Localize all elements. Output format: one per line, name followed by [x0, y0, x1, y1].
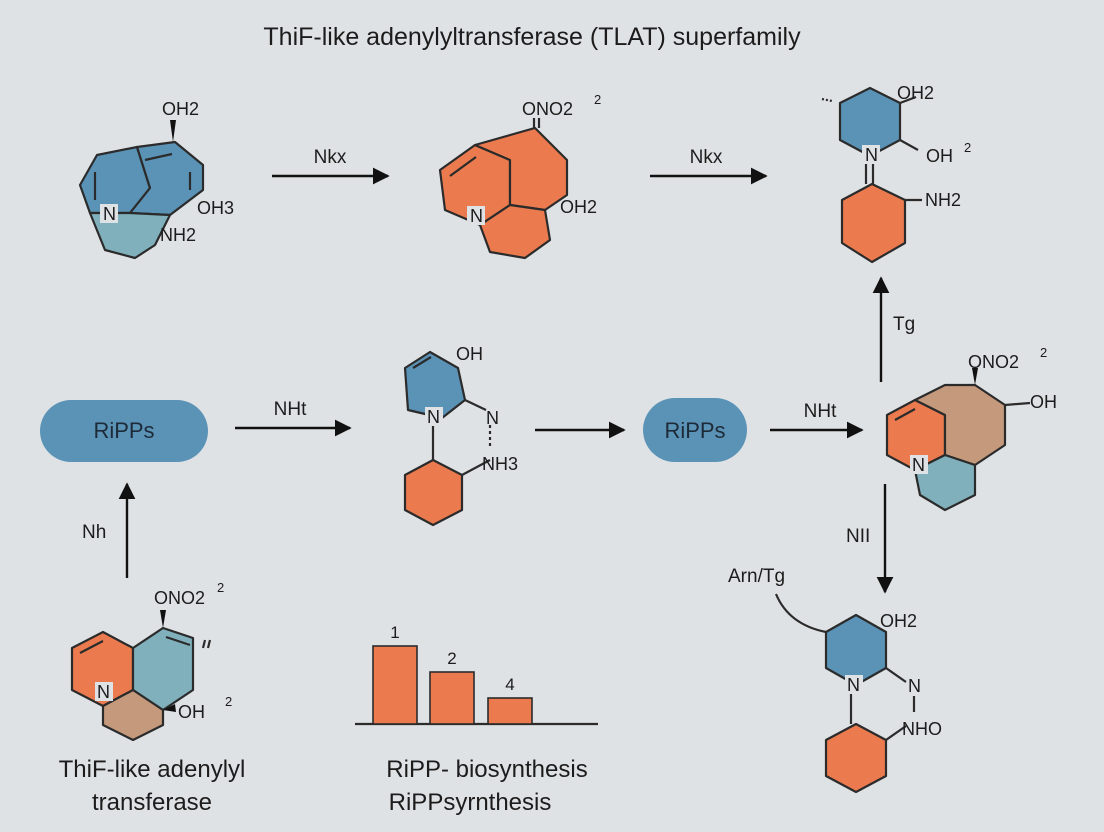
mol6-n1: N [847, 675, 860, 695]
arrow-left-up-label: Nh [82, 522, 106, 543]
caption-left-line-1: ThiF-like adenylyl [59, 756, 246, 783]
mini-bar-1 [372, 645, 418, 725]
mol4-label-c: NH3 [482, 454, 518, 474]
mol2-nitrogen: N [470, 206, 483, 226]
arrow-right-down-label: NII [846, 526, 870, 547]
ripps-pill-left-label: RiPPs [93, 418, 154, 443]
mol6-lower-ring [824, 722, 888, 794]
mol7-label-a-sup: 2 [217, 580, 224, 595]
diagram-title: ThiF-like adenylyltransferase (TLAT) sup… [263, 23, 801, 51]
mini-bar-label-2: 2 [447, 649, 456, 668]
mol3-lower-ring [840, 182, 907, 264]
mol6-label-a: OH2 [880, 611, 917, 631]
caption-left-line-2: transferase [92, 789, 212, 816]
molecule-4: OH N NH3 N [403, 344, 518, 527]
molecule-7: ONO2 2 OH 2 N [70, 580, 232, 742]
mini-bar-label-3: 4 [505, 675, 514, 694]
molecule-5: ONO2 2 OH N [885, 345, 1057, 512]
arrow-right-up-label: Tg [893, 314, 915, 335]
mol3-label-a: OH2 [897, 83, 934, 103]
mol4-label-a: OH [456, 344, 483, 364]
caption-middle-line-1: RiPP- biosynthesis [386, 756, 587, 783]
mol4-nitrogen: N [427, 407, 440, 427]
mol7-lower-ring [101, 688, 165, 742]
ripps-pill-right [643, 398, 747, 462]
mol3-label-b-sup: 2 [964, 140, 971, 155]
molecule-3: OH2 OH 2 NH2 N [821, 83, 971, 264]
curve-label: Arn/Tg [728, 566, 785, 587]
mol5-nitrogen: N [912, 455, 925, 475]
mol7-nitrogen: N [97, 682, 110, 702]
mini-bar-chart: 1 2 4 [355, 623, 598, 726]
mol2-right-ring [473, 126, 569, 212]
molecule-2: ONO2 2 OH2 N [438, 92, 601, 260]
molecule-1: OH2 OH3 NH2 N [78, 99, 234, 260]
mini-bar-3 [487, 697, 533, 725]
arrow-mid-right-label: NHt [804, 401, 837, 422]
mol1-label-b: OH3 [197, 198, 234, 218]
ripps-pill-right-label: RiPPs [664, 418, 725, 443]
arrow-mid-left-label: NHt [274, 399, 307, 420]
mol1-lower-ring [88, 211, 172, 260]
mol4-lower-ring [403, 458, 464, 527]
mol3-nitrogen: N [865, 145, 878, 165]
mol1-nitrogen: N [103, 204, 116, 224]
arrow-top-left-label: Nkx [314, 147, 347, 168]
mol2-label-a: ONO2 [522, 99, 573, 119]
ripps-pill-left [40, 400, 208, 462]
mol2-lower-ring [478, 203, 552, 260]
mol5-label-a: ONO2 [968, 352, 1019, 372]
mol4-label-b: N [486, 408, 499, 428]
mol3-label-b: OH [926, 146, 953, 166]
caption-middle-line-2: RiPPsyrnthesis [389, 789, 552, 816]
molecule-6: OH2 N NHO N [824, 611, 942, 794]
mol7-label-b-sup: 2 [225, 694, 232, 709]
mol1-label-a: OH2 [162, 99, 199, 119]
curved-connector [774, 593, 827, 634]
mini-bar-2 [429, 671, 475, 725]
mol1-label-c: NH2 [160, 225, 196, 245]
arrow-top-right-label: Nkx [690, 147, 723, 168]
mol7-label-b: OH [178, 702, 205, 722]
mol2-label-b: OH2 [560, 197, 597, 217]
mol3-label-c: NH2 [925, 190, 961, 210]
mol2-label-a-sup: 2 [594, 92, 601, 107]
mol6-label-c: NHO [902, 719, 942, 739]
mol5-right-ring [913, 383, 1007, 467]
mol7-label-a: ONO2 [154, 588, 205, 608]
mini-bar-label-1: 1 [390, 623, 399, 642]
mol5-label-b: OH [1030, 392, 1057, 412]
mol5-label-a-sup: 2 [1040, 345, 1047, 360]
mol5-lower-ring [913, 453, 977, 512]
mol6-n2: N [908, 676, 921, 696]
